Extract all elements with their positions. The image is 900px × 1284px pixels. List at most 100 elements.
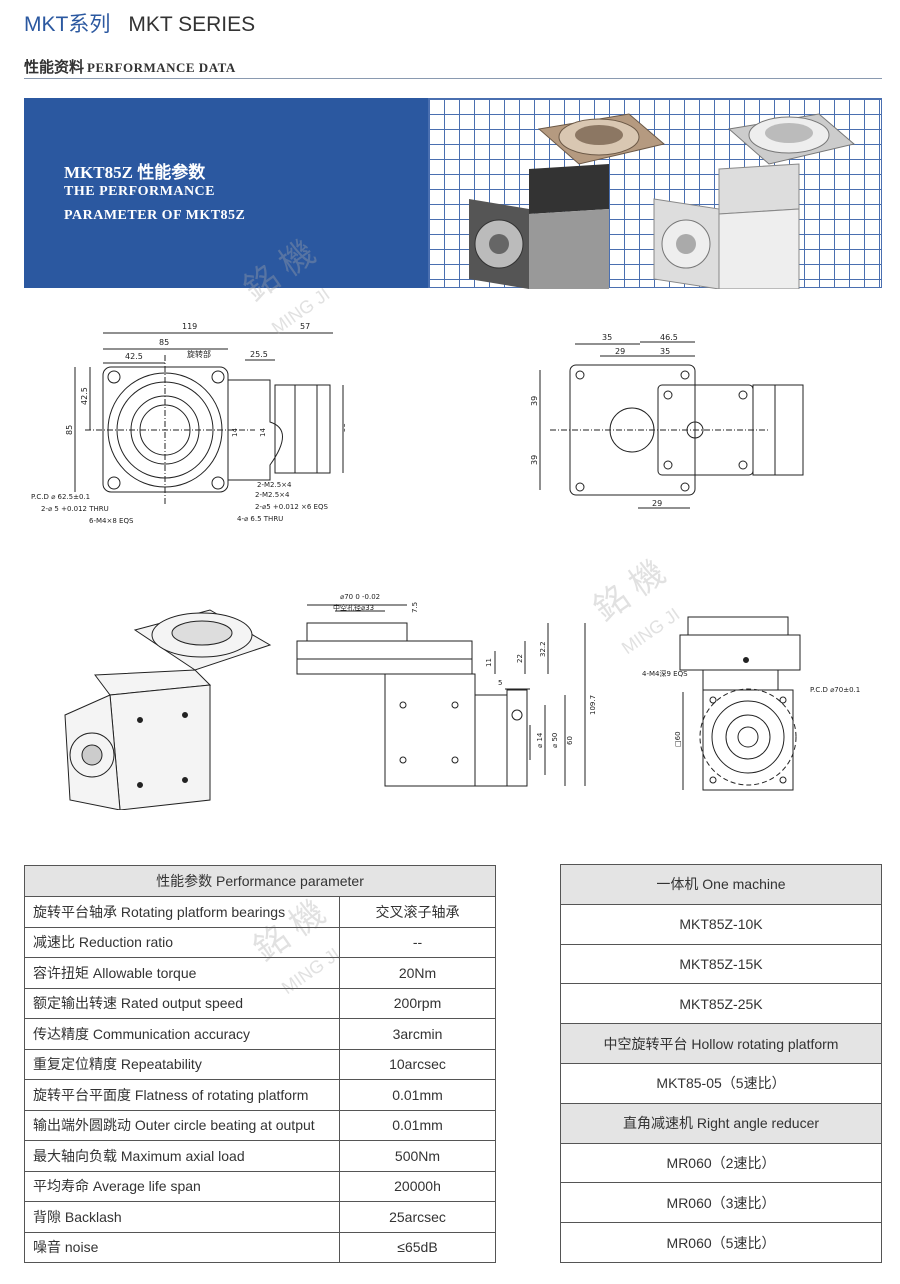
model-name: MKT85Z-10K [560,903,882,945]
model-name: MKT85Z-15K [560,943,882,985]
dim-35-a: 35 [602,333,612,342]
dim-5: 5 [498,679,502,687]
drawing-top-view: 119 57 85 42.5 25.5 旋转部 42.5 85 14 14 60… [31,322,345,525]
dim-square-60: □60 [674,731,682,747]
model-name: MR060（2速比） [560,1142,882,1184]
banner-subtitle-2: PARAMETER OF MKT85Z [64,208,246,223]
param-value: 0.01mm [339,1109,496,1141]
table-row: 一体机 One machine [560,864,882,905]
drawing-isometric-view [64,609,272,810]
dim-35-b: 35 [660,347,670,356]
dim-14-a: 14 [231,428,239,437]
banner-subtitle-1: THE PERFORMANCE [64,184,215,199]
label-hollow-hole: 中空孔径⌀33 [333,603,374,612]
param-name: 传达精度 Communication accuracy [24,1018,340,1050]
dim-119: 119 [182,322,197,331]
note-pin-eqs: 2-⌀5 +0.012 ×6 EQS [255,503,328,511]
param-name: 噪音 noise [24,1231,340,1263]
param-name: 容许扭矩 Allowable torque [24,957,340,989]
dim-dia-14: ⌀ 14 [536,732,544,748]
category-header: 中空旋转平台 Hollow rotating platform [560,1023,882,1064]
dim-dia-70: ⌀70 0 -0.02 [340,593,380,601]
table-row: MR060（3速比） [560,1182,882,1224]
model-name: MKT85Z-25K [560,983,882,1025]
dim-29-b: 29 [652,499,662,508]
dim-14-b: 14 [259,428,267,437]
param-name: 旋转平台平面度 Flatness of rotating platform [24,1079,340,1111]
model-name: MKT85-05（5速比） [560,1062,882,1104]
section-cn: 性能资料 [24,60,85,76]
note-pin-hole: 2-⌀ 5 +0.012 THRU [41,505,109,513]
note-m4-thread: 6-M4×8 EQS [89,517,134,525]
dim-60-side: 60 [566,736,574,745]
param-value: -- [339,926,496,958]
table-row: MR060（2速比） [560,1142,882,1184]
performance-table-header: 性能参数 Performance parameter [24,865,496,897]
table-row: MKT85-05（5速比） [560,1062,882,1104]
table-row: MKT85Z-10K [560,903,882,945]
param-value: 0.01mm [339,1079,496,1111]
divider [24,78,882,79]
dim-29-a: 29 [615,347,625,356]
drawing-front-view: 4-M4深9 EQS P.C.D ⌀70±0.1 □60 [642,616,860,791]
category-header: 直角减速机 Right angle reducer [560,1102,882,1144]
table-row: 中空旋转平台 Hollow rotating platform [560,1023,882,1064]
note-pcd: P.C.D ⌀ 62.5±0.1 [31,493,90,501]
dim-109-7: 109.7 [589,695,597,715]
dim-60: 60 [343,423,345,433]
performance-table: 性能参数 Performance parameter 旋转平台轴承 Rotati… [24,865,496,1263]
banner-title: MKT85Z 性能参数 [64,163,206,182]
drawing-bottom-view: 35 46.5 29 35 39 39 29 [530,333,804,509]
dim-39-b: 39 [530,455,539,465]
param-name: 减速比 Reduction ratio [24,926,340,958]
param-value: ≤65dB [339,1231,496,1263]
param-value: 500Nm [339,1140,496,1172]
dim-39-a: 39 [530,396,539,406]
dim-7-5: 7.5 [411,602,419,613]
banner: MKT85Z 性能参数 THE PERFORMANCE PARAMETER OF… [24,98,428,288]
param-value: 20000h [339,1170,496,1202]
series-title: MKT系列 MKT SERIES [24,8,255,38]
product-render-bronze [469,113,666,289]
param-value: 20Nm [339,957,496,989]
dim-46-5: 46.5 [660,333,678,342]
series-cn: MKT系列 [24,13,111,36]
param-value: 3arcmin [339,1018,496,1050]
dim-57: 57 [300,322,310,331]
banner-product-image [428,98,882,290]
note-m25-a: 2-M2.5×4 [257,481,292,489]
param-name: 背隙 Backlash [24,1201,340,1233]
model-name: MR060（3速比） [560,1182,882,1224]
note-pcd-70: P.C.D ⌀70±0.1 [810,686,860,694]
dim-42-5-height: 42.5 [80,387,89,405]
param-value: 10arcsec [339,1048,496,1080]
model-name: MR060（5速比） [560,1222,882,1263]
table-row: MR060（5速比） [560,1222,882,1263]
series-en: MKT SERIES [128,13,256,36]
param-value: 25arcsec [339,1201,496,1233]
param-name: 输出端外圆跳动 Outer circle beating at output [24,1109,340,1141]
drawing-side-view: ⌀70 0 -0.02 中空孔径⌀33 7.5 11 22 32.2 109.7… [296,593,597,787]
dim-25-5: 25.5 [250,350,268,359]
dim-dia-50: ⌀ 50 [551,733,559,748]
table-row: 噪音 noise≤65dB [24,1231,496,1263]
note-thru-hole: 4-⌀ 6.5 THRU [237,515,283,523]
param-name: 重复定位精度 Repeatability [24,1048,340,1080]
param-name: 平均寿命 Average life span [24,1170,340,1202]
dim-32-2: 32.2 [539,641,547,657]
param-value: 交叉滚子轴承 [339,896,496,928]
section-en: PERFORMANCE DATA [87,60,236,75]
param-name: 额定输出转速 Rated output speed [24,987,340,1019]
dim-11: 11 [485,658,493,667]
